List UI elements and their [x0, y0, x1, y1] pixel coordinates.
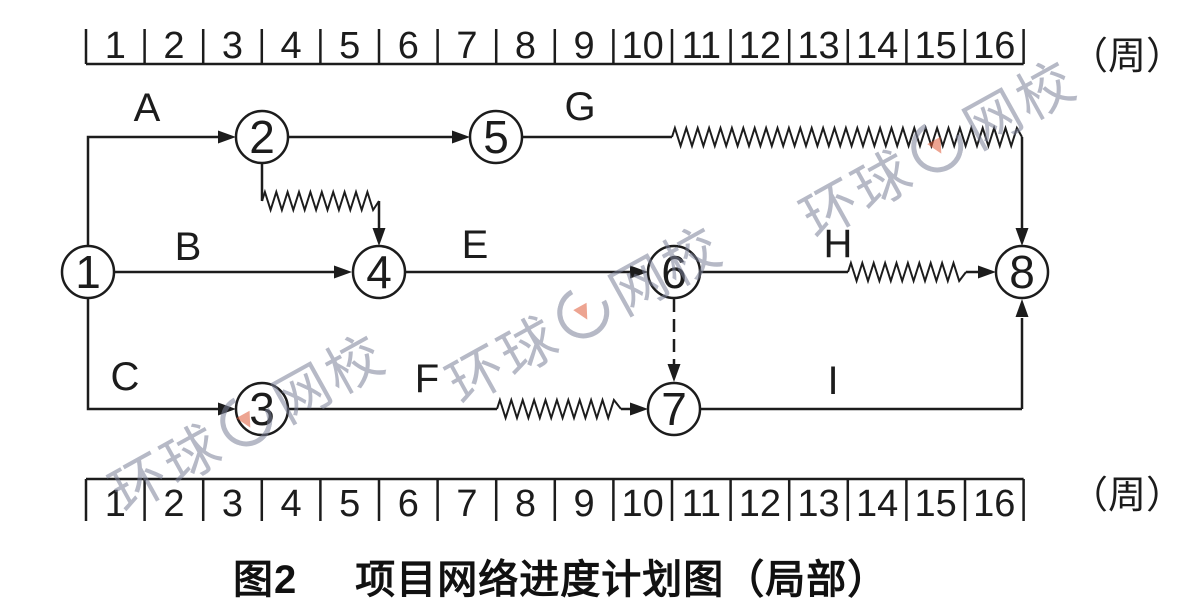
activity-F-label: F	[415, 357, 439, 401]
node-1-label: 1	[75, 246, 101, 298]
figure-caption: 图2 项目网络进度计划图（局部）	[233, 547, 888, 600]
node-4-label: 4	[366, 246, 392, 298]
ruler-bottom-week-number: 9	[574, 483, 595, 525]
ruler-top-week-number: 10	[622, 25, 664, 67]
arrowhead-F-into-node-7	[630, 402, 648, 416]
ruler-top-week-number: 4	[281, 25, 302, 67]
arrowhead-E-into-node-6	[630, 265, 648, 279]
activity-H-free-float-wave	[847, 259, 967, 285]
ruler-bottom-week-number: 16	[973, 483, 1015, 525]
activity-B-label: B	[175, 225, 202, 269]
node-7: 7	[646, 381, 702, 437]
arrowhead-C-into-node-3	[218, 402, 236, 416]
ruler-top-week-number: 2	[163, 25, 184, 67]
activity-E-label: E	[462, 223, 489, 267]
ruler-top-week-number: 15	[915, 25, 957, 67]
link-2-4-free-float-wave	[261, 188, 380, 214]
ruler-top-week-number: 8	[515, 25, 536, 67]
ruler-bottom-week-number: 3	[222, 483, 243, 525]
node-8-label: 8	[1009, 246, 1035, 298]
node-5-label: 5	[483, 111, 509, 163]
node-6-label: 6	[661, 246, 687, 298]
ruler-top-week-number: 16	[973, 25, 1015, 67]
ruler-bottom-week-number: 4	[281, 483, 302, 525]
edges	[86, 124, 1024, 422]
node-4: 4	[351, 244, 407, 300]
ruler-top-week-number: 3	[222, 25, 243, 67]
figure-title: 项目网络进度计划图（局部）	[355, 558, 889, 600]
bottom-unit-weeks-label: （周）	[1070, 475, 1180, 517]
activity-G-free-float-wave	[671, 124, 1023, 150]
ruler-bottom-week-number: 5	[339, 483, 360, 525]
activity-A-label: A	[134, 86, 161, 130]
ruler-bottom-week-number: 10	[622, 483, 664, 525]
activity-A-path	[86, 135, 219, 246]
arrowhead-B-into-node-4	[334, 265, 352, 279]
top-unit-weeks-label: （周）	[1070, 36, 1180, 78]
activity-H-label: H	[824, 222, 853, 266]
arrowhead-into-node-5	[452, 130, 470, 144]
activity-I-label: I	[827, 359, 838, 403]
node-8: 8	[994, 244, 1050, 300]
ruler-bottom-week-number: 12	[739, 483, 781, 525]
arrowhead-I-into-node-8	[1015, 299, 1029, 317]
ruler-top-week-number: 12	[739, 25, 781, 67]
ruler-top-week-number: 14	[856, 25, 898, 67]
arrowheads	[218, 130, 1029, 416]
ruler-bottom-week-number: 8	[515, 483, 536, 525]
ruler-bottom-week-number: 7	[456, 483, 477, 525]
figure-number: 图2	[233, 558, 298, 600]
ruler-top-week-number: 6	[398, 25, 419, 67]
ruler-bottom-week-number: 15	[915, 483, 957, 525]
node-5: 5	[468, 109, 524, 165]
ruler-bottom-week-number: 6	[398, 483, 419, 525]
arrowhead-2-4-into-node-4	[372, 228, 386, 246]
ruler-top-week-number: 5	[339, 25, 360, 67]
node-3: 3	[234, 381, 290, 437]
activity-C-label: C	[111, 355, 140, 399]
ruler-top-week-number: 9	[574, 25, 595, 67]
activity-labels: A B C E F G H I	[111, 85, 853, 403]
ruler-bottom-week-number: 1	[105, 483, 126, 525]
activity-G-label: G	[564, 85, 595, 129]
ruler-top-week-number: 7	[456, 25, 477, 67]
activity-C-path	[86, 298, 219, 411]
event-nodes: 1 2 3 4 5 6 7	[60, 109, 1050, 437]
arrowhead-into-node-2	[218, 130, 236, 144]
activity-F-free-float-wave	[496, 396, 622, 422]
ruler-top-week-number: 11	[682, 25, 721, 67]
ruler-bottom-week-number: 14	[856, 483, 898, 525]
node-3-label: 3	[249, 383, 275, 435]
node-7-label: 7	[661, 383, 687, 435]
ruler-bottom-week-number: 13	[797, 483, 839, 525]
node-6: 6	[646, 244, 702, 300]
ruler-top-week-number: 13	[797, 25, 839, 67]
ruler-bottom-week-number: 2	[163, 483, 184, 525]
node-2-label: 2	[249, 111, 275, 163]
node-2: 2	[234, 109, 290, 165]
arrowhead-G-into-node-8	[1015, 228, 1029, 246]
node-1: 1	[60, 244, 116, 300]
arrowhead-H-into-node-8	[978, 265, 996, 279]
activity-I-path	[700, 318, 1024, 411]
ruler-top-week-number: 1	[105, 25, 126, 67]
ruler-bottom-week-number: 11	[682, 483, 721, 525]
arrowhead-dummy-into-node-7	[667, 364, 681, 382]
